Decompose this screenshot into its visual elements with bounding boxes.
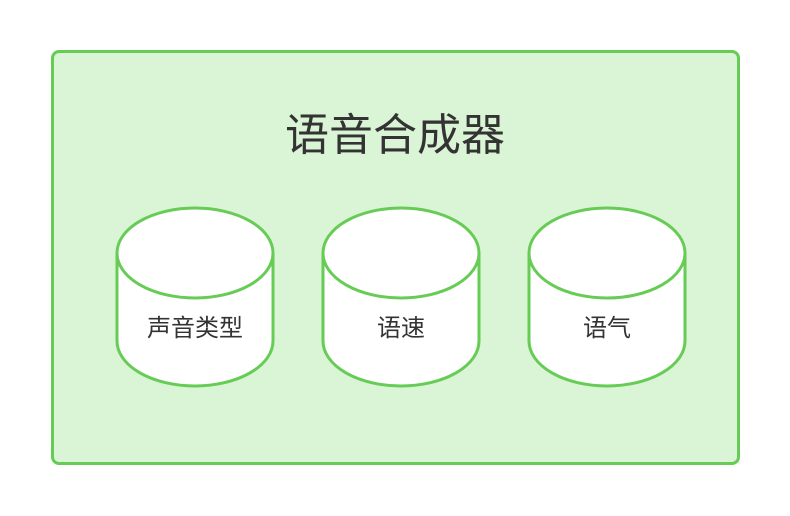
cylinder-label-tone: 语气 bbox=[583, 314, 631, 342]
database-cylinder-icon bbox=[527, 206, 687, 388]
cylinder-speech-rate: 语速 bbox=[321, 206, 481, 388]
cylinder-label-speech-rate: 语速 bbox=[377, 314, 425, 342]
cylinder-tone: 语气 bbox=[527, 206, 687, 388]
database-cylinder-icon bbox=[321, 206, 481, 388]
cylinder-label-voice-type: 声音类型 bbox=[147, 314, 243, 342]
database-cylinder-icon bbox=[115, 206, 275, 388]
cylinder-voice-type: 声音类型 bbox=[115, 206, 275, 388]
diagram-title: 语音合成器 bbox=[285, 110, 505, 161]
